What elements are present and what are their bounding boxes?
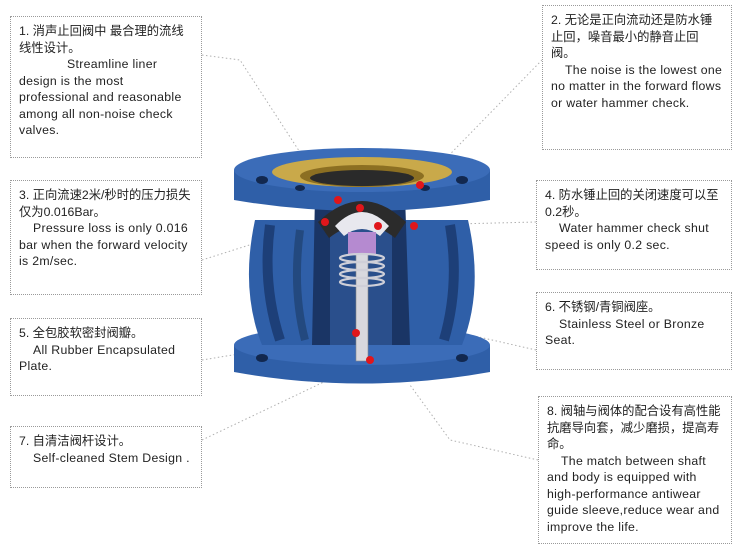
callout-markers [321,181,424,364]
leader-line-8 [409,384,539,461]
marker-4 [410,222,418,230]
callout-8: 8. 阀轴与阀体的配合设有高性能抗磨导向套，减少磨损，提高寿命。 The mat… [538,396,732,544]
callout-7-cn: 7. 自清洁阀杆设计。 [19,434,132,448]
callout-6-en: Stainless Steel or Bronze Seat. [545,316,709,348]
marker-2 [416,181,424,189]
callout-1-cn: 1. 消声止回阀中 最合理的流线线性设计。 [19,24,184,55]
marker-a [356,204,364,212]
callout-8-en: The match between shaft and body is equi… [547,453,724,534]
callout-8-cn: 8. 阀轴与阀体的配合设有高性能抗磨导向套，减少磨损，提高寿命。 [547,404,721,451]
marker-5 [352,329,360,337]
leader-line-1 [201,54,306,161]
callout-1: 1. 消声止回阀中 最合理的流线线性设计。 Streamline liner d… [10,16,202,158]
callout-6: 6. 不锈钢/青铜阀座。 Stainless Steel or Bronze S… [536,292,732,370]
guide-sleeve [348,232,376,254]
leader-line-7 [201,359,371,441]
body-rib-inner-left [292,229,309,342]
leader-line-6 [469,334,537,351]
callout-3-en: Pressure loss is only 0.016 bar when the… [19,221,192,268]
callout-2: 2. 无论是正向流动还是防水锤止回，噪音最小的静音止回阀。 The noise … [542,5,732,150]
callout-6-cn: 6. 不锈钢/青铜阀座。 [545,300,661,314]
callout-7-en: Self-cleaned Stem Design . [33,450,190,465]
marker-1 [334,196,342,204]
callout-7: 7. 自清洁阀杆设计。 Self-cleaned Stem Design . [10,426,202,488]
callout-5-cn: 5. 全包胶软密封阀瓣。 [19,326,144,340]
callout-4-en: Water hammer check shut speed is only 0.… [545,221,713,252]
callout-2-cn: 2. 无论是正向流动还是防水锤止回，噪音最小的静音止回阀。 [551,13,713,60]
leader-line-2 [419,59,543,186]
marker-b [374,222,382,230]
callout-4: 4. 防水锤止回的关闭速度可以至0.2秒。 Water hammer check… [536,180,732,270]
plate-disc [335,212,389,236]
marker-7 [366,356,374,364]
callout-1-en: Streamline liner design is the most prof… [19,57,182,137]
callout-5: 5. 全包胶软密封阀瓣。 All Rubber Encapsulated Pla… [10,318,202,396]
marker-3 [321,218,329,226]
bore-shadow [310,170,414,186]
callout-5-en: All Rubber Encapsulated Plate. [19,342,179,374]
body-rib-right [439,224,459,342]
spring [338,252,386,288]
callout-3-cn: 3. 正向流速2米/秒时的压力损失仅为0.016Bar。 [19,188,191,219]
callout-3: 3. 正向流速2米/秒时的压力损失仅为0.016Bar。 Pressure lo… [10,180,202,295]
callout-2-en: The noise is the lowest one no matter in… [551,62,726,110]
bolt-holes [256,176,468,362]
body-rib-left [262,224,285,342]
callout-4-cn: 4. 防水锤止回的关闭速度可以至0.2秒。 [545,188,719,219]
